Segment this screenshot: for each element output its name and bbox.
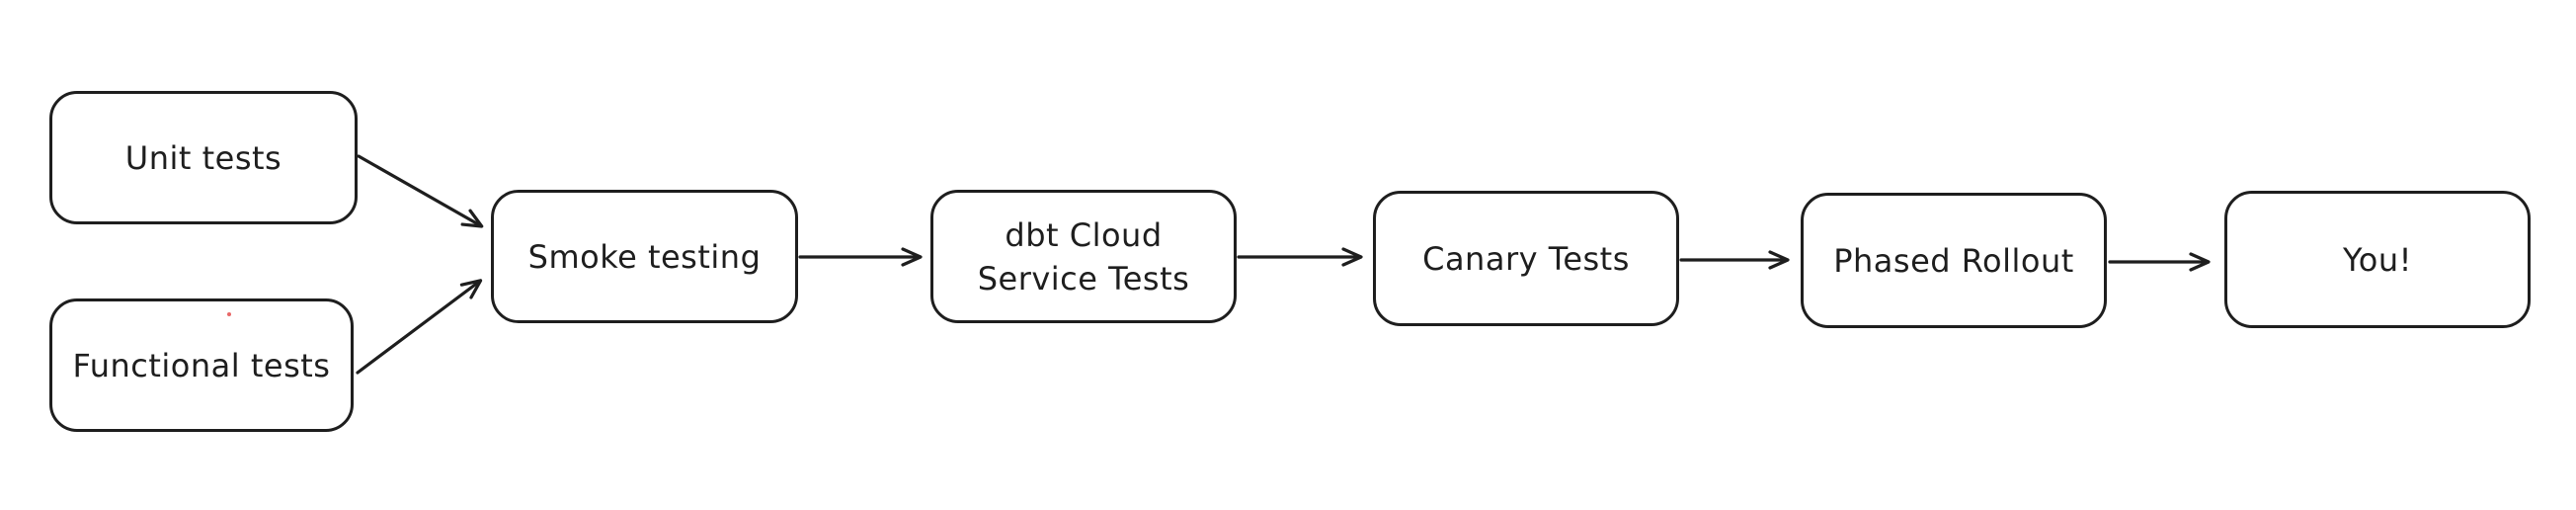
node-you[interactable]: You! xyxy=(2224,191,2531,328)
node-dbt-cloud-service-tests[interactable]: dbt Cloud Service Tests xyxy=(930,190,1237,323)
node-functional-tests-label: Functional tests xyxy=(72,346,331,384)
node-unit-tests-label: Unit tests xyxy=(124,138,282,177)
node-canary-tests[interactable]: Canary Tests xyxy=(1373,191,1679,326)
node-phased-rollout-label: Phased Rollout xyxy=(1833,241,2074,280)
stray-red-dot xyxy=(227,312,231,316)
node-unit-tests[interactable]: Unit tests xyxy=(49,91,358,224)
node-phased-rollout[interactable]: Phased Rollout xyxy=(1801,193,2107,328)
node-you-label: You! xyxy=(2343,240,2412,279)
edge-functional-tests-to-smoke-testing[interactable] xyxy=(356,279,483,375)
edge-unit-tests-to-smoke-testing[interactable] xyxy=(357,154,484,228)
node-dbt-cloud-service-tests-label: dbt Cloud Service Tests xyxy=(977,215,1190,298)
node-smoke-testing[interactable]: Smoke testing xyxy=(491,190,798,323)
node-canary-tests-label: Canary Tests xyxy=(1422,239,1630,278)
node-smoke-testing-label: Smoke testing xyxy=(527,237,762,276)
node-functional-tests[interactable]: Functional tests xyxy=(49,298,354,432)
